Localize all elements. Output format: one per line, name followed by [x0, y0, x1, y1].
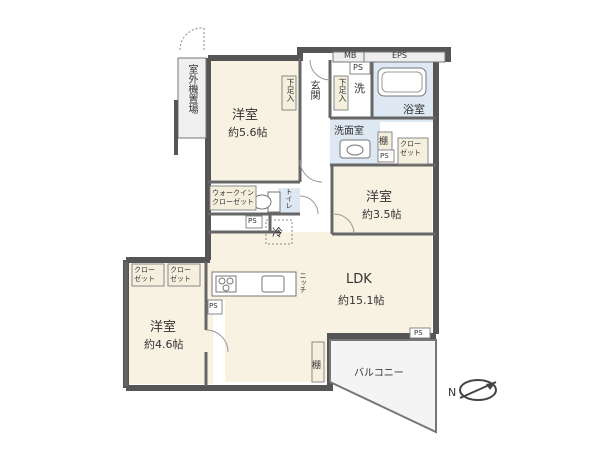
shelf-ldk	[311, 341, 325, 383]
closet-left-2	[167, 263, 201, 287]
room-western-2-size: 約3.5帖	[362, 208, 402, 221]
compass-label: N	[448, 386, 457, 399]
ps-label-3: PS	[248, 217, 257, 225]
ps-label-5: PS	[414, 329, 423, 337]
entrance-label: 玄関	[308, 80, 319, 100]
walkin-label: ウォークイン クローゼット	[212, 189, 254, 206]
balcony-label: バルコニー	[354, 368, 404, 379]
shoe-right-label: 下足入	[338, 78, 347, 102]
ps-box-4	[207, 299, 223, 315]
ps-box-1	[349, 61, 371, 75]
room-western-1-name: 洋室	[232, 108, 259, 123]
shelf-label-1: 棚	[379, 137, 389, 147]
eps-label: EPS	[392, 51, 407, 60]
ps-box-2	[377, 149, 395, 163]
ps-label-4: PS	[209, 302, 218, 310]
washbasin	[339, 139, 371, 159]
compass-icon	[459, 379, 497, 401]
ps-box-3	[245, 215, 263, 229]
outdoor-unit-area	[177, 57, 207, 139]
room-western-3-name: 洋室	[150, 320, 177, 335]
closet-left-1	[131, 263, 165, 287]
ps-box-5	[409, 327, 431, 339]
mb-label: MB	[344, 51, 357, 60]
closet-label-1: クロー ゼット	[400, 140, 421, 157]
interior-walls	[124, 58, 436, 386]
mb-eps-bar	[332, 51, 446, 63]
closet-label-3: クロー ゼット	[170, 266, 191, 283]
closet-right	[397, 137, 429, 165]
ps-label-1: PS	[353, 63, 363, 72]
washroom-label: 洗面室	[334, 126, 364, 137]
room-western-3-size: 約4.6帖	[144, 338, 184, 351]
ldk-floor	[210, 232, 432, 382]
shelf-label-2: 棚	[312, 361, 322, 371]
bathtub	[377, 67, 427, 97]
toilet-label: トイレ	[285, 188, 293, 209]
room-western-1-size: 約5.6帖	[228, 126, 268, 139]
room-western-2-name: 洋室	[366, 190, 393, 205]
room-ldk-size: 約15.1帖	[338, 294, 385, 307]
toilet-area	[278, 188, 300, 214]
bath-label: 浴室	[403, 103, 425, 116]
room-ldk-name: LDK	[346, 272, 372, 287]
outdoor-unit-label: 室外機置場	[186, 64, 197, 114]
niche-label: ニッチ	[299, 272, 307, 293]
fridge-label: 冷	[272, 226, 283, 239]
closet-label-2: クロー ゼット	[134, 266, 155, 283]
walkin-closet	[209, 185, 257, 211]
outdoor-door-arc	[179, 27, 205, 51]
shoe-cabinet-left	[281, 75, 297, 111]
balcony	[329, 339, 437, 434]
ps-label-2: PS	[380, 152, 389, 160]
doors	[205, 59, 355, 353]
fridge-space	[265, 219, 293, 245]
shoe-cabinet-right	[333, 75, 349, 111]
wash-label: 洗	[354, 82, 365, 95]
shoe-left-label: 下足入	[286, 78, 295, 102]
